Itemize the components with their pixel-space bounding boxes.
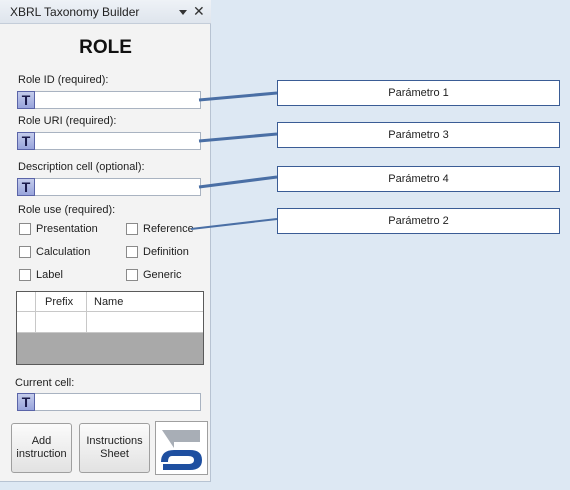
current-cell-input[interactable] bbox=[35, 393, 201, 411]
generic-label: Generic bbox=[143, 269, 182, 281]
grid-divider bbox=[35, 292, 36, 333]
callout-parametro-4: Parámetro 4 bbox=[277, 166, 560, 192]
grid-header: Prefix Name bbox=[17, 292, 203, 312]
presentation-label: Presentation bbox=[36, 223, 98, 235]
dropdown-arrow-icon[interactable] bbox=[179, 10, 187, 15]
role-uri-input[interactable] bbox=[35, 132, 201, 150]
role-uri-label: Role URI (required): bbox=[18, 115, 117, 127]
calculation-label: Calculation bbox=[36, 246, 91, 258]
add-instruction-line-1: Add bbox=[31, 435, 52, 447]
text-type-icon[interactable]: T bbox=[17, 132, 35, 150]
pane-title: XBRL Taxonomy Builder bbox=[10, 5, 140, 19]
logo bbox=[155, 421, 208, 475]
role-use-label: Role use (required): bbox=[18, 204, 116, 216]
text-type-icon[interactable]: T bbox=[17, 91, 35, 109]
current-cell-label: Current cell: bbox=[15, 377, 75, 389]
text-type-icon[interactable]: T bbox=[17, 393, 35, 411]
page-title: ROLE bbox=[79, 37, 132, 58]
label-checkbox[interactable] bbox=[19, 269, 31, 281]
reference-checkbox[interactable] bbox=[126, 223, 138, 235]
taxonomy-builder-pane: XBRL Taxonomy Builder ✕ ROLE Role ID (re… bbox=[0, 0, 211, 482]
grid-column-prefix[interactable]: Prefix bbox=[45, 296, 74, 308]
grid-divider bbox=[86, 292, 87, 333]
definition-checkbox[interactable] bbox=[126, 246, 138, 258]
callout-parametro-1: Parámetro 1 bbox=[277, 80, 560, 106]
pane-header: XBRL Taxonomy Builder ✕ bbox=[0, 0, 211, 24]
role-id-input[interactable] bbox=[35, 91, 201, 109]
label-option-label: Label bbox=[36, 269, 63, 281]
text-type-icon[interactable]: T bbox=[17, 178, 35, 196]
presentation-checkbox[interactable] bbox=[19, 223, 31, 235]
grid-row[interactable] bbox=[17, 312, 203, 333]
callout-parametro-2: Parámetro 2 bbox=[277, 208, 560, 234]
add-instruction-line-2: instruction bbox=[16, 448, 67, 460]
close-icon[interactable]: ✕ bbox=[193, 3, 205, 19]
generic-checkbox[interactable] bbox=[126, 269, 138, 281]
definition-label: Definition bbox=[143, 246, 189, 258]
description-cell-label: Description cell (optional): bbox=[18, 161, 145, 173]
description-cell-input[interactable] bbox=[35, 178, 201, 196]
brand-logo-icon bbox=[161, 430, 202, 470]
grid-column-name[interactable]: Name bbox=[94, 296, 124, 308]
role-id-label: Role ID (required): bbox=[18, 74, 109, 86]
instructions-sheet-line-1: Instructions bbox=[86, 435, 143, 447]
calculation-checkbox[interactable] bbox=[19, 246, 31, 258]
reference-label: Reference bbox=[143, 223, 194, 235]
instructions-sheet-line-2: Sheet bbox=[100, 448, 129, 460]
callout-parametro-3: Parámetro 3 bbox=[277, 122, 560, 148]
prefix-name-grid[interactable]: Prefix Name bbox=[16, 291, 204, 365]
